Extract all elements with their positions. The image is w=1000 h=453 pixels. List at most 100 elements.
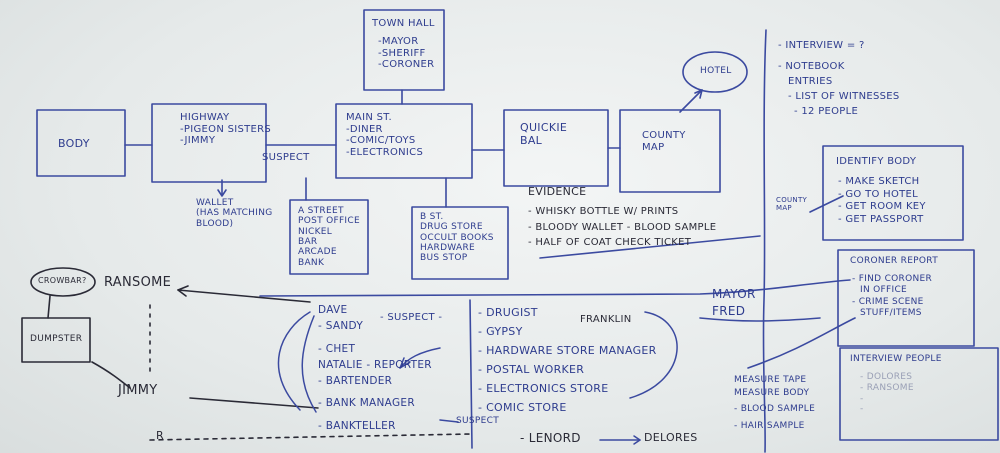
evidence-list: - WHISKY BOTTLE W/ PRINTS - BLOODY WALLE… xyxy=(528,204,716,251)
shop-item: - COMIC STORE xyxy=(478,400,567,414)
county-map-label: COUNTY MAP xyxy=(642,130,686,153)
mayor-label: MAYOR FRED xyxy=(712,286,756,320)
suspect-upper: - SUSPECT - xyxy=(380,312,443,323)
identify-body-title: IDENTIFY BODY xyxy=(836,156,917,167)
highway-line: -PIGEON SISTERS xyxy=(180,123,272,135)
coroner-report-list: - FIND CORONER IN OFFICE - CRIME SCENE S… xyxy=(852,274,932,319)
person-item: - CHET xyxy=(318,342,356,355)
delores-label: DELORES xyxy=(644,431,698,444)
interview-people-item: - xyxy=(860,393,864,404)
coroner-tasks: MEASURE TAPE MEASURE BODY - BLOOD SAMPLE… xyxy=(734,374,815,432)
notes-item: - INTERVIEW = ? xyxy=(778,40,865,51)
shops-list: - DRUGIST - GYPSY - HARDWARE STORE MANAG… xyxy=(478,304,657,417)
town-hall-items: -MAYOR -SHERIFF -CORONER xyxy=(378,36,434,71)
county-map-box xyxy=(619,109,721,193)
wallet-line: WALLET xyxy=(196,198,234,208)
mayor-line: FRED xyxy=(712,303,746,318)
b-st-lines: B ST. DRUG STORE OCCULT BOOKS HARDWARE B… xyxy=(420,212,494,264)
wallet-note: WALLET (HAS MATCHING BLOOD) xyxy=(196,198,273,229)
shop-item: - GYPSY xyxy=(478,324,523,338)
person-item: NATALIE - REPORTER xyxy=(318,358,432,371)
main-st-line: -DINER xyxy=(346,123,383,135)
highway-box xyxy=(151,103,267,183)
main-st-line: -COMIC/TOYS xyxy=(346,135,416,146)
shop-item: - POSTAL WORKER xyxy=(478,362,585,376)
dumpster-box xyxy=(21,317,91,363)
r-mark: R xyxy=(156,429,164,442)
identify-body-list: - MAKE SKETCH - GO TO HOTEL - GET ROOM K… xyxy=(838,176,926,226)
evidence-title: EVIDENCE xyxy=(528,185,587,198)
evidence-item: - WHISKY BOTTLE W/ PRINTS xyxy=(528,206,679,217)
coroner-task: - BLOOD SAMPLE xyxy=(734,404,816,415)
quickie-label: QUICKIE BAL xyxy=(520,121,567,147)
highway-lines: HIGHWAY -PIGEON SISTERS -JIMMY xyxy=(180,112,271,147)
coroner-report-item: IN OFFICE xyxy=(860,285,908,296)
body-box xyxy=(36,109,126,177)
hotel-label: HOTEL xyxy=(700,66,732,76)
town-hall-item: -SHERIFF xyxy=(378,47,426,59)
a-street-line: BAR xyxy=(298,237,318,248)
quickie-line: BAL xyxy=(520,133,543,147)
shop-item: - HARDWARE STORE MANAGER xyxy=(478,343,657,357)
highway-line: HIGHWAY xyxy=(180,112,230,123)
a-street-line: A STREET xyxy=(298,206,344,216)
notes-item: - 12 PEOPLE xyxy=(794,106,859,117)
ransome-label: RANSOME xyxy=(104,275,172,290)
interview-people-item: - DOLORES xyxy=(860,372,913,382)
identify-body-box xyxy=(822,145,964,241)
wallet-line: (HAS MATCHING xyxy=(196,208,273,219)
coroner-task: MEASURE TAPE xyxy=(734,375,807,385)
interview-people-item: - xyxy=(860,404,864,415)
franklin-label: FRANKLIN xyxy=(580,314,632,325)
county-map-small: COUNTY MAP xyxy=(776,196,807,212)
county-map-line: MAP xyxy=(642,141,665,153)
interview-people-list: - DOLORES - RANSOME - - xyxy=(860,372,914,415)
town-hall-box xyxy=(363,9,445,91)
person-item: - BANKTELLER xyxy=(318,419,396,432)
b-st-line: OCCULT BOOKS xyxy=(420,232,494,243)
coroner-report-item: - CRIME SCENE xyxy=(852,296,924,307)
notes-list: - INTERVIEW = ? - NOTEBOOK ENTRIES - LIS… xyxy=(778,38,900,119)
b-st-line: B ST. xyxy=(420,212,444,222)
main-st-box xyxy=(335,103,473,179)
person-item: - BARTENDER xyxy=(318,375,393,388)
identify-body-item: - GO TO HOTEL xyxy=(838,188,919,200)
hotel-circle xyxy=(682,51,748,93)
mayor-line: MAYOR xyxy=(712,287,756,301)
coroner-report-title: CORONER REPORT xyxy=(850,256,938,266)
identify-body-item: - MAKE SKETCH xyxy=(838,176,920,187)
a-street-lines: A STREET POST OFFICE NICKEL BAR ARCADE B… xyxy=(298,206,360,268)
coroner-task: - HAIR SAMPLE xyxy=(734,420,805,431)
dumpster-label: DUMPSTER xyxy=(30,334,83,344)
coroner-report-box xyxy=(837,249,975,347)
county-map-small-line: COUNTY xyxy=(776,196,808,204)
highway-suspect: SUSPECT xyxy=(262,152,310,163)
evidence-item: - HALF OF COAT CHECK TICKET xyxy=(528,237,692,248)
town-hall-title: TOWN HALL xyxy=(372,18,435,29)
a-street-line: NICKEL xyxy=(298,226,333,237)
person-item: - BANK MANAGER xyxy=(318,397,415,410)
person-item: DAVE xyxy=(318,304,348,316)
a-street-line: BANK xyxy=(298,257,325,268)
county-map-line: COUNTY xyxy=(642,130,686,141)
a-street-line: ARCADE xyxy=(298,247,337,258)
body-label: BODY xyxy=(58,137,90,150)
main-st-line: -ELECTRONICS xyxy=(346,146,424,158)
a-street-box xyxy=(289,199,369,275)
notes-item: - NOTEBOOK xyxy=(778,61,845,72)
evidence-item: - BLOODY WALLET - BLOOD SAMPLE xyxy=(528,221,717,233)
person-item: - SANDY xyxy=(318,320,364,333)
jimmy-label: JIMMY xyxy=(118,383,158,398)
main-st-line: MAIN ST. xyxy=(346,112,392,123)
coroner-task: MEASURE BODY xyxy=(734,387,810,398)
suspect-lower: SUSPECT xyxy=(456,416,500,426)
main-st-lines: MAIN ST. -DINER -COMIC/TOYS -ELECTRONICS xyxy=(346,112,423,158)
notes-item: - LIST OF WITNESSES xyxy=(788,91,900,102)
town-hall-item: -MAYOR xyxy=(378,36,419,47)
wallet-line: BLOOD) xyxy=(196,218,234,229)
coroner-report-item: - FIND CORONER xyxy=(852,274,933,284)
b-st-line: BUS STOP xyxy=(420,253,468,264)
shop-item: - DRUGIST xyxy=(478,306,538,319)
